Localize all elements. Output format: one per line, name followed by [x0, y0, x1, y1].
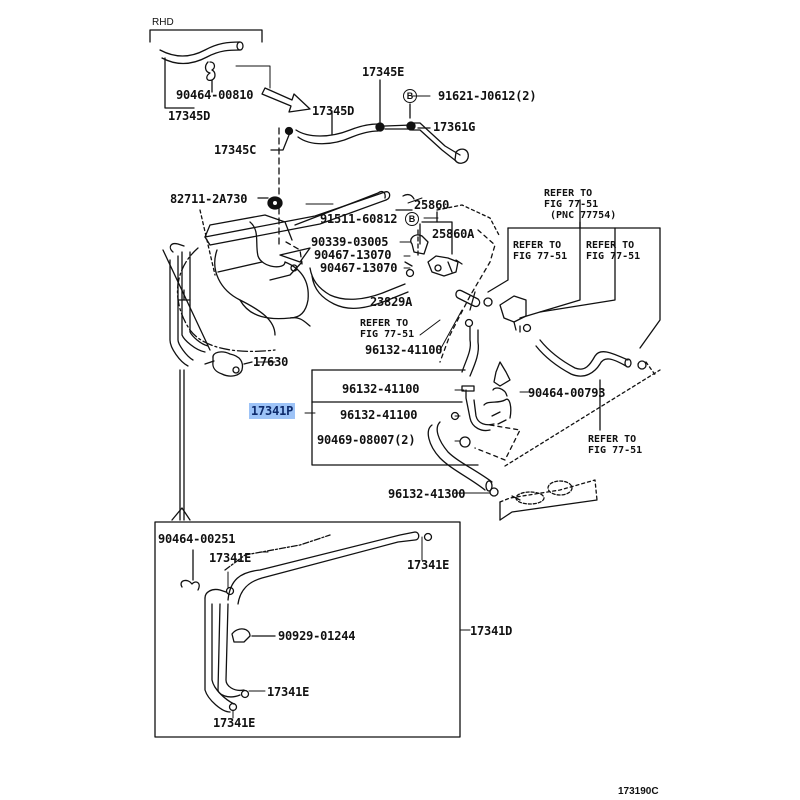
clip-90929-01244 [231, 628, 276, 643]
label-90469[interactable]: 90469-08007(2) [317, 433, 416, 447]
label-17345e[interactable]: 17345E [362, 65, 405, 79]
clamps-box [427, 361, 512, 497]
label-17345c[interactable]: 17345C [214, 143, 257, 157]
label-17630[interactable]: 17630 [253, 355, 289, 369]
group-box-17341p [311, 369, 479, 466]
leader-lines [227, 65, 531, 719]
label-90339[interactable]: 90339-03005 [311, 235, 389, 249]
label-17345d-rhd[interactable]: 17345D [168, 109, 211, 123]
leader-lower-box [171, 369, 191, 521]
label-17341e-b[interactable]: 17341E [407, 558, 450, 572]
rhd-bracket [149, 29, 263, 43]
refer-canister[interactable]: REFER TO FIG 77-51 [360, 318, 415, 340]
pipe-17361g [406, 103, 469, 164]
label-90464-00793[interactable]: 90464-00793 [528, 386, 606, 400]
label-90467-b[interactable]: 90467-13070 [320, 261, 398, 275]
callout-b-icon: B [403, 89, 417, 103]
label-96132-41100-mid[interactable]: 96132-41100 [342, 382, 420, 396]
label-82711[interactable]: 82711-2A730 [170, 192, 248, 206]
label-91511[interactable]: 91511-60812 [320, 212, 398, 226]
label-17345d[interactable]: 17345D [312, 104, 355, 118]
clamp-17345c [270, 126, 294, 246]
label-23829a[interactable]: 23829A [370, 295, 413, 309]
label-90929[interactable]: 90929-01244 [278, 629, 356, 643]
clip-90464-00251 [180, 549, 200, 591]
leader-lines-intake [269, 241, 409, 310]
refer-main[interactable]: REFER TO FIG 77-51 (PNC 77754) [544, 188, 617, 221]
label-17361g[interactable]: 17361G [433, 120, 476, 134]
label-17341e-a[interactable]: 17341E [209, 551, 252, 565]
label-rhd: RHD [152, 17, 174, 28]
hose-17345d [295, 110, 379, 145]
label-96132-41100-low[interactable]: 96132-41100 [340, 408, 418, 422]
label-90464-00251[interactable]: 90464-00251 [158, 532, 236, 546]
callout-b-icon-2: B [405, 212, 419, 226]
fuel-tank [499, 361, 661, 521]
fitting-17345e [375, 79, 413, 132]
leader-90467 [404, 261, 413, 267]
dashed-connection-center [439, 229, 496, 363]
refer-left[interactable]: REFER TO FIG 77-51 [513, 240, 568, 262]
label-96132-41300[interactable]: 96132-41300 [388, 487, 466, 501]
part-17630 [204, 351, 253, 377]
hose-vertical [461, 318, 480, 377]
refer-right[interactable]: REFER TO FIG 77-51 [586, 240, 641, 262]
figure-code: 173190C [618, 786, 659, 797]
hose-17341d [204, 531, 433, 713]
label-25860a[interactable]: 25860A [432, 227, 475, 241]
rhd-hose [159, 41, 244, 109]
vsv-25860a [427, 255, 463, 277]
pipe-top [294, 191, 386, 226]
label-17341e-c[interactable]: 17341E [267, 685, 310, 699]
refer-tank[interactable]: REFER TO FIG 77-51 [588, 434, 643, 456]
label-17341p-highlighted[interactable]: 17341P [249, 403, 296, 419]
label-25860[interactable]: 25860 [414, 198, 450, 212]
clamp-90467-a [405, 268, 415, 278]
label-96132-41100-top[interactable]: 96132-41100 [365, 343, 443, 357]
grommet-82711 [257, 196, 283, 210]
dashed-box-small [474, 424, 521, 461]
label-91621[interactable]: 91621-J0612(2) [438, 89, 537, 103]
label-17341e-d[interactable]: 17341E [213, 716, 256, 730]
hose-left-engine [162, 242, 211, 367]
label-17341d[interactable]: 17341D [470, 624, 513, 638]
vsv-25860 [410, 211, 453, 255]
label-90467-a[interactable]: 90467-13070 [314, 248, 392, 262]
pipe-middle-right [455, 289, 532, 333]
label-90464-00810[interactable]: 90464-00810 [176, 88, 254, 102]
direction-arrow [261, 87, 311, 113]
hose-right-long [535, 339, 647, 377]
clip-90464-00810 [204, 61, 216, 93]
refer-box-lines [487, 199, 661, 349]
